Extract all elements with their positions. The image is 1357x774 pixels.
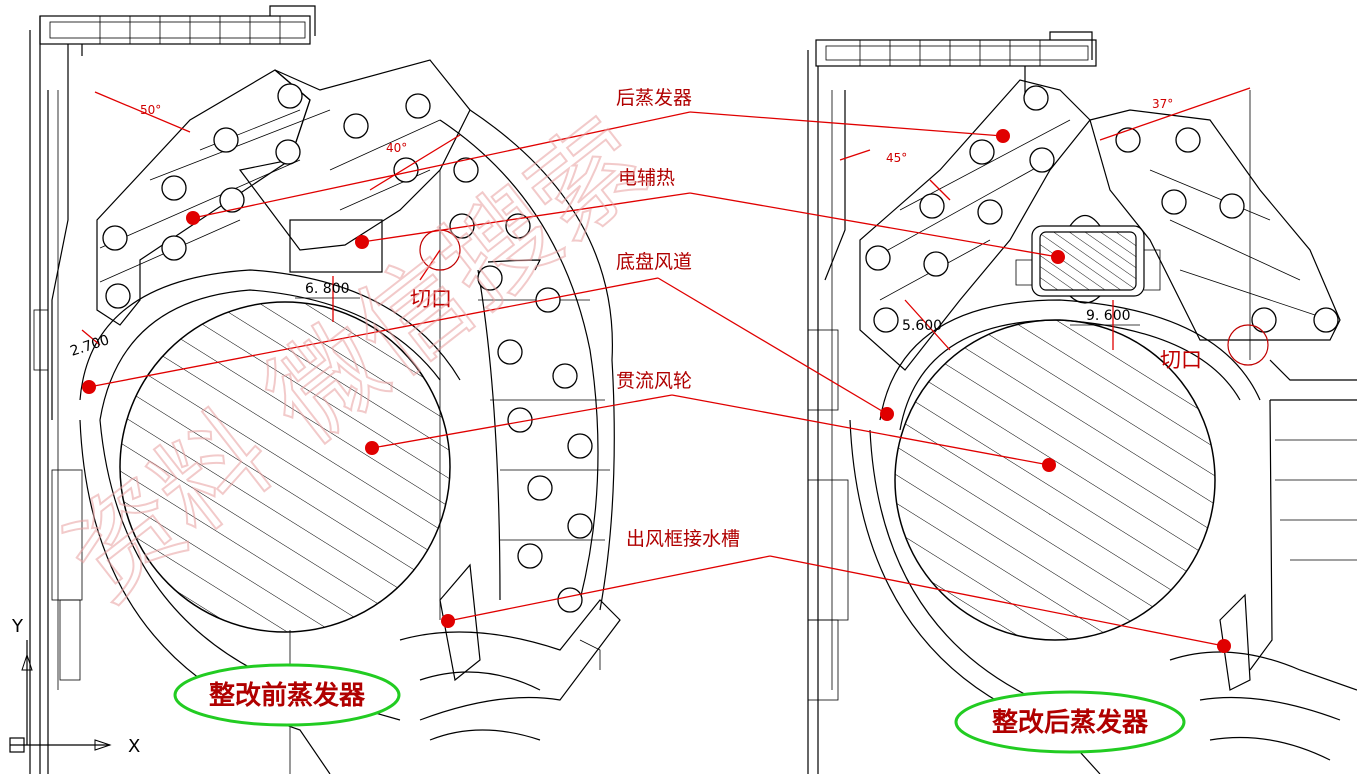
right-outlet-frame [1169, 593, 1357, 761]
right-title: 整改后蒸发器 [992, 707, 1149, 738]
right-title-group: 整改后蒸发器 [954, 690, 1186, 754]
right-angle-2: 45° [886, 151, 907, 165]
component-labels: 后蒸发器 电辅热 底盘风道 贯流风轮 出风框接水槽 [616, 87, 740, 550]
x-axis-label: X [128, 736, 140, 757]
right-side-wall [807, 50, 849, 774]
y-axis-label: Y [11, 616, 24, 637]
leader-lines [88, 111, 1225, 647]
left-angle-1: 50° [140, 103, 161, 117]
right-top-casing [815, 31, 1097, 100]
left-heater-box [289, 219, 383, 273]
left-clearance-dim: 6. 800 [305, 281, 350, 297]
right-evaporator-tubes [865, 85, 1339, 333]
right-drawing: 37° 45° 9. 600 5.600 切口 [807, 31, 1357, 774]
left-outlet-frame [399, 563, 621, 741]
label-rear-evaporator: 后蒸发器 [616, 87, 692, 109]
left-top-casing [39, 5, 316, 70]
right-angle-1: 37° [1152, 97, 1173, 111]
left-cut-label: 切口 [410, 287, 452, 311]
label-electric-heater: 电辅热 [618, 167, 675, 189]
right-cut-label: 切口 [1160, 348, 1202, 372]
axis-indicator: Y X [9, 616, 140, 757]
right-clearance-dim: 9. 600 [1086, 308, 1131, 324]
right-heater [1015, 214, 1161, 304]
label-chassis-duct: 底盘风道 [616, 251, 692, 273]
left-crossflow-fan [119, 301, 451, 633]
left-side-wall [29, 16, 83, 774]
label-crossflow-fan: 贯流风轮 [616, 370, 692, 392]
right-crossflow-fan [894, 319, 1216, 641]
left-title-group: 整改前蒸发器 [173, 663, 401, 727]
right-dimensions: 37° 45° 9. 600 5.600 切口 [839, 87, 1269, 372]
right-gap-dim: 5.600 [902, 318, 942, 334]
left-angle-2: 40° [386, 141, 407, 155]
label-outlet-drain-groove: 出风框接水槽 [626, 528, 740, 550]
left-evaporator-tubes [102, 83, 531, 309]
left-rear-arc-evaporator [439, 109, 615, 613]
right-rear-housing [1249, 359, 1357, 671]
left-title: 整改前蒸发器 [209, 680, 366, 711]
